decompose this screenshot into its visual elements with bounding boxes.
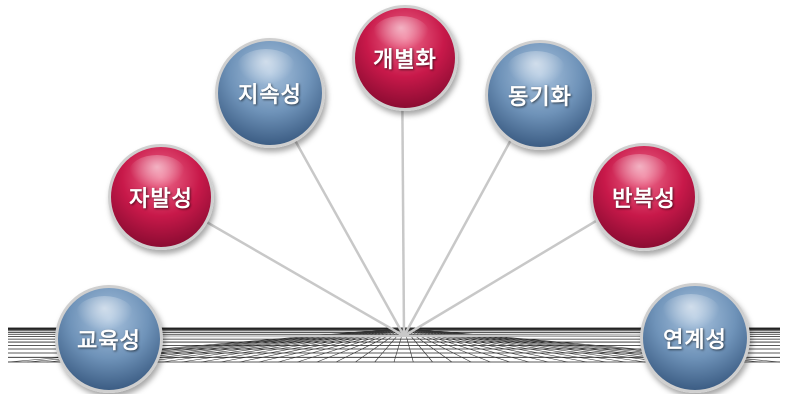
floor-radial-line [278,327,405,363]
floor-radial-line [162,327,405,363]
floor-radial-line [403,327,491,363]
floor-radial-line [403,327,568,363]
floor-radial-line [316,327,405,363]
floor-radial-line [239,327,405,363]
floor-radial-line [403,327,472,363]
floor-radial-line [403,327,665,363]
floor-radial-line [297,327,405,363]
node-voluntary: 자발성 [108,144,214,250]
node-label-individualization: 개별화 [373,48,437,73]
floor-radial-line [181,327,405,363]
floor-radial-line [123,327,405,363]
node-motivation: 동기화 [485,40,595,150]
floor-radial-line [220,327,405,363]
node-label-motivation: 동기화 [508,85,572,110]
node-sustainability: 지속성 [215,38,325,148]
node-repetition: 반복성 [590,143,698,251]
node-individualization: 개별화 [352,5,458,111]
floor-radial-line [258,327,405,363]
floor-radial-line [403,327,453,363]
floor-radial-line [403,327,588,363]
floor-radial-line [403,327,645,363]
floor-radial-line [335,327,405,363]
floor-radial-line [403,327,510,363]
floor-radial-line [403,327,549,363]
floor-radial-line [403,327,607,363]
node-label-education: 교육성 [77,329,141,354]
floor-radial-line [403,327,626,363]
floor-radial-line [403,327,530,363]
node-linkage: 연계성 [640,283,750,393]
node-label-voluntary: 자발성 [129,187,193,212]
node-label-linkage: 연계성 [663,328,727,353]
floor-radial-line [200,327,405,363]
floor-radial-line [143,327,405,363]
node-label-sustainability: 지속성 [238,83,302,108]
node-education: 교육성 [55,285,163,393]
node-label-repetition: 반복성 [612,187,676,212]
floor-radial-line [403,327,684,363]
floor-radial-line [355,327,405,363]
